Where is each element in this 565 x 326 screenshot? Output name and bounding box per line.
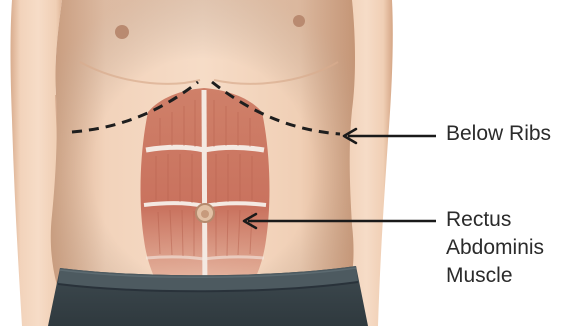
label-below-ribs: Below Ribs bbox=[446, 120, 551, 148]
label-rectus-line-3: Muscle bbox=[446, 262, 544, 290]
label-rectus-line-2: Abdominis bbox=[446, 234, 544, 262]
label-rectus-line-1: Rectus bbox=[446, 206, 544, 234]
label-rectus-abdominis-muscle: Rectus Abdominis Muscle bbox=[446, 206, 544, 290]
right-nipple bbox=[293, 15, 305, 27]
rectus-abdominis-muscle bbox=[141, 88, 270, 304]
left-nipple bbox=[115, 25, 129, 39]
